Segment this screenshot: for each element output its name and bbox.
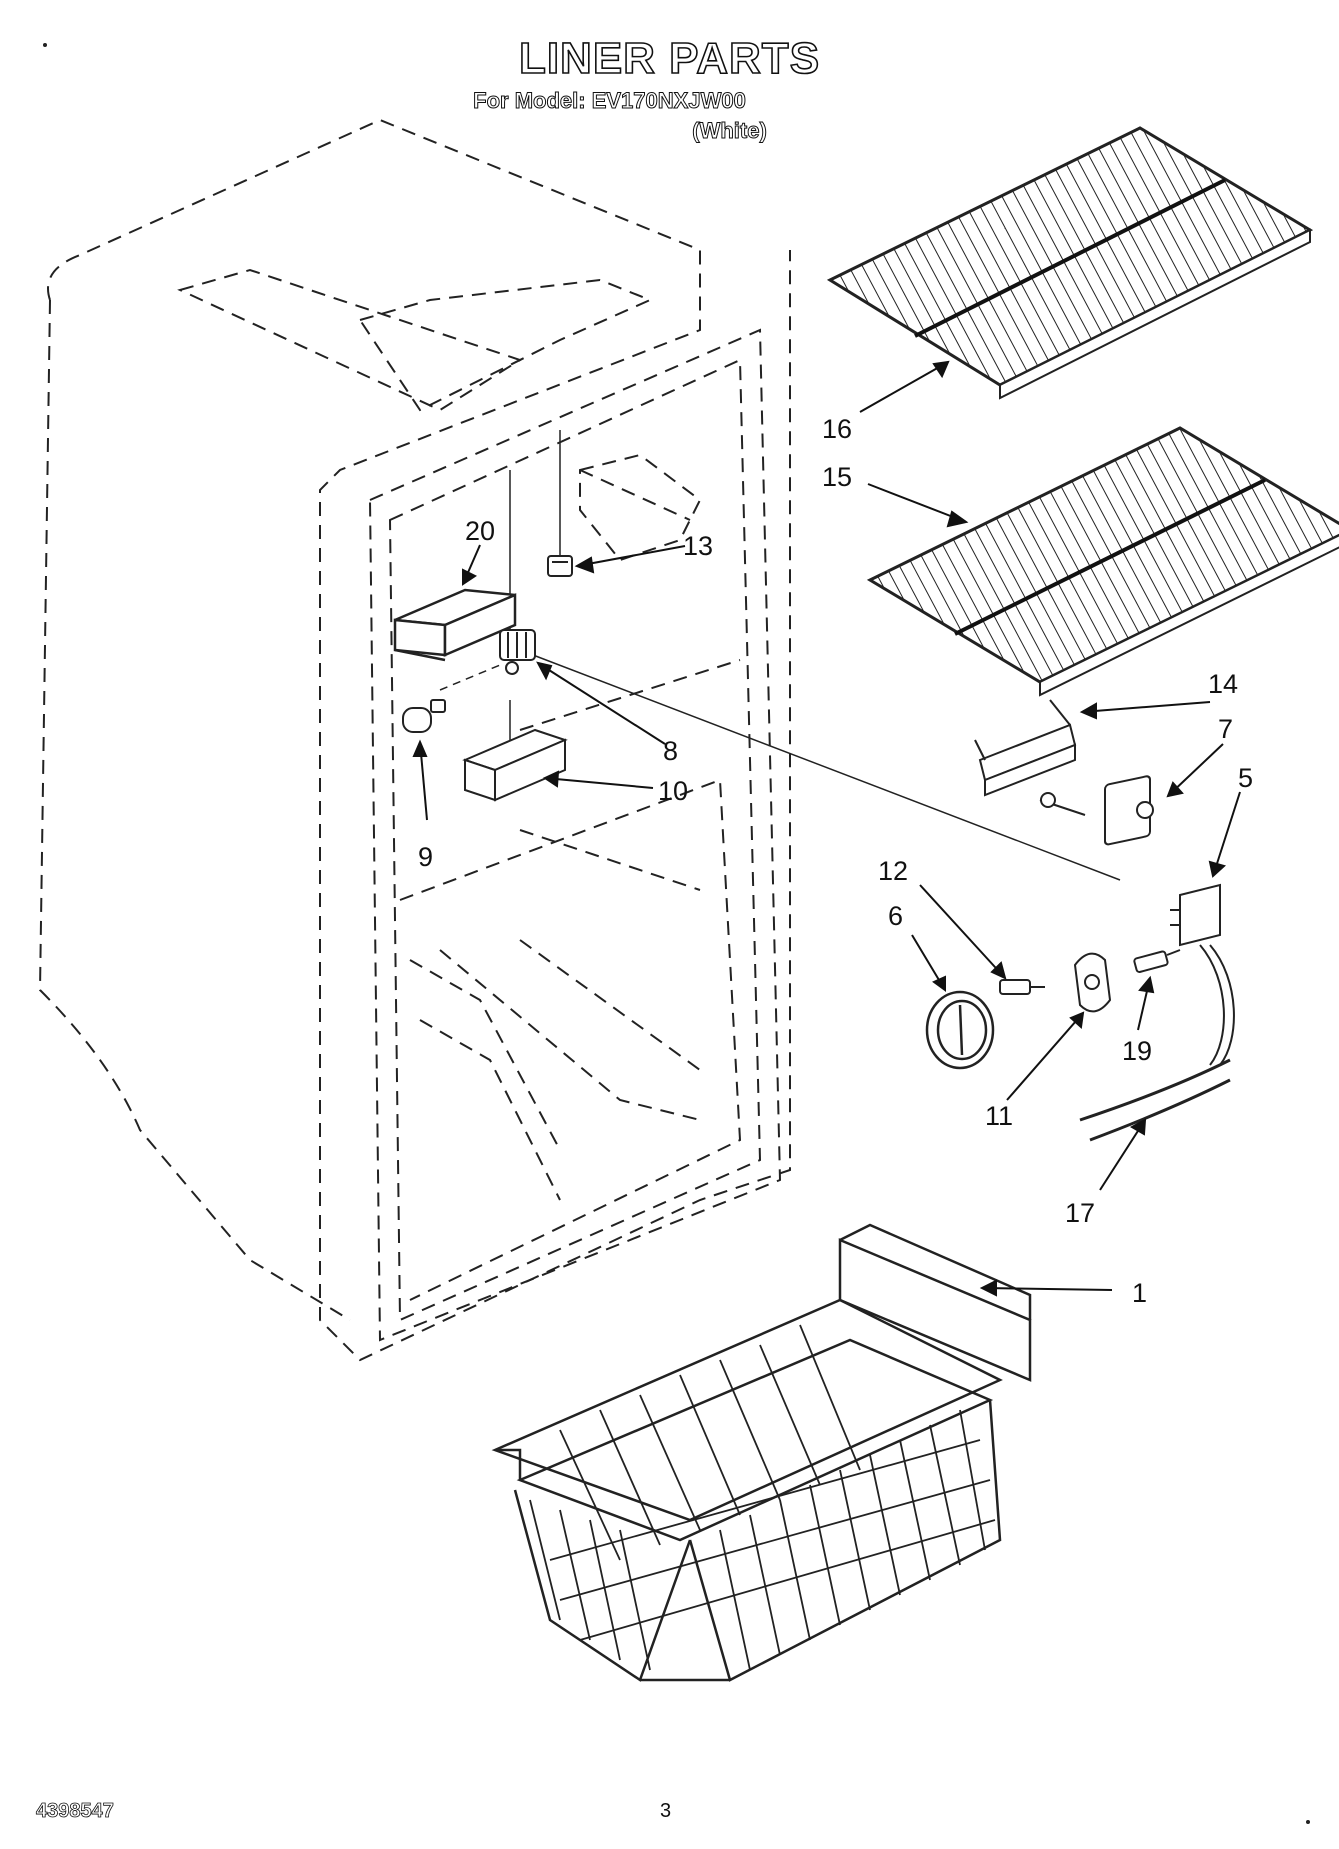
callout-12: 12 bbox=[878, 856, 908, 886]
wire-basket-1 bbox=[491, 1223, 1032, 1682]
callout-1: 1 bbox=[1132, 1278, 1147, 1308]
bulb-9 bbox=[402, 699, 446, 733]
callout-15: 15 bbox=[822, 462, 852, 492]
callout-8: 8 bbox=[663, 736, 678, 766]
tubing-17 bbox=[1079, 1058, 1231, 1142]
callout-16: 16 bbox=[822, 414, 852, 444]
switch-13 bbox=[547, 555, 573, 577]
callout-14: 14 bbox=[1208, 669, 1238, 699]
plate-11 bbox=[1073, 952, 1112, 1013]
print-dot bbox=[1306, 1820, 1310, 1824]
page-title: LINER PARTS bbox=[518, 33, 821, 84]
control-housing-7 bbox=[1039, 775, 1154, 846]
color-note: (White) bbox=[692, 118, 768, 144]
model-subtitle: For Model: EV170NXJW00 bbox=[473, 88, 747, 114]
callout-13: 13 bbox=[683, 531, 713, 561]
callout-19: 19 bbox=[1122, 1036, 1152, 1066]
document-number: 4398547 bbox=[36, 1800, 115, 1823]
callout-arrows bbox=[412, 360, 1241, 1297]
print-dot bbox=[43, 43, 47, 47]
bracket-14 bbox=[974, 699, 1077, 797]
lamp-socket-8 bbox=[499, 629, 536, 675]
callout-5: 5 bbox=[1238, 763, 1253, 793]
light-shield-20 bbox=[393, 588, 517, 662]
lamp-housing-10 bbox=[462, 728, 568, 802]
callout-9: 9 bbox=[418, 842, 433, 872]
callout-6: 6 bbox=[888, 901, 903, 931]
shelf-15 bbox=[866, 426, 1339, 697]
page-number: 3 bbox=[660, 1800, 672, 1822]
knob-6 bbox=[925, 990, 995, 1070]
screw-12 bbox=[999, 979, 1045, 995]
callout-10: 10 bbox=[658, 776, 688, 806]
cabinet-liner bbox=[38, 118, 791, 1362]
shelf-16 bbox=[826, 126, 1314, 400]
screw-19 bbox=[1133, 949, 1181, 973]
callout-11: 11 bbox=[985, 1101, 1013, 1131]
callout-7: 7 bbox=[1218, 714, 1233, 744]
callout-17: 17 bbox=[1065, 1198, 1095, 1228]
switch-5 bbox=[1170, 883, 1235, 1066]
callout-20: 20 bbox=[465, 516, 495, 546]
callout-labels: 16 15 13 20 14 7 5 8 10 9 12 6 19 11 17 … bbox=[418, 414, 1253, 1308]
